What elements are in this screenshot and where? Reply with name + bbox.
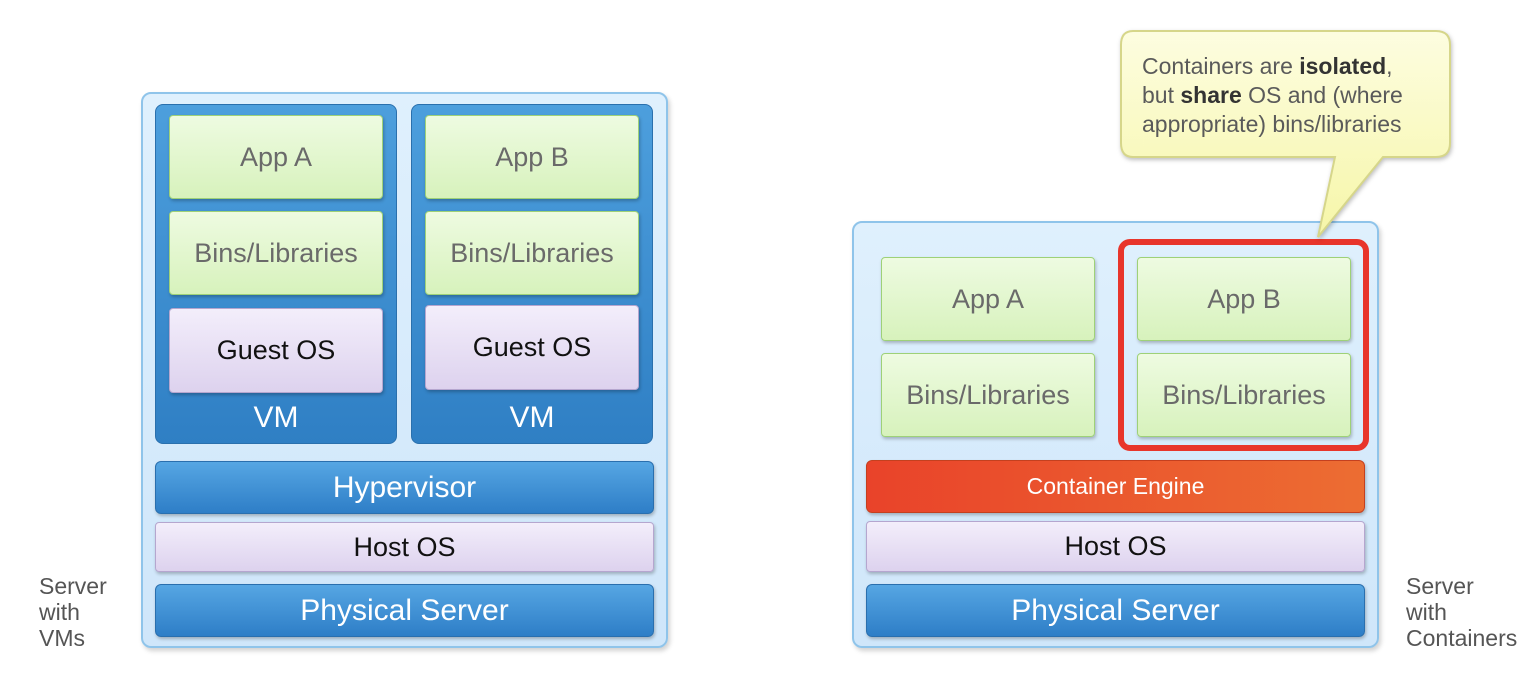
callout-emphasis: isolated — [1299, 53, 1387, 79]
host-os-label: Host OS — [353, 531, 456, 562]
host-os-bar: Host OS — [866, 521, 1365, 572]
server-with-vms-label: Server with VMs — [39, 573, 129, 651]
app-b-label: App B — [1207, 283, 1281, 314]
host-os-bar: Host OS — [155, 522, 654, 572]
callout-emphasis: share — [1180, 82, 1242, 108]
callout-text: Containers are isolated, but share OS an… — [1142, 52, 1442, 139]
app-b-label: App B — [495, 141, 569, 172]
app-b-block: App B — [1137, 257, 1351, 341]
guest-os-block: Guest OS — [169, 308, 383, 393]
side-label-line: with — [1406, 599, 1447, 625]
side-label-line: Server — [39, 573, 107, 599]
app-a-label: App A — [951, 283, 1025, 314]
bins-libraries-block: Bins/Libraries — [881, 353, 1095, 437]
container-b-highlight — [1118, 239, 1369, 451]
bins-libraries-label: Bins/Libraries — [1162, 379, 1326, 410]
app-a-label: App A — [239, 141, 313, 172]
container-engine-label: Container Engine — [1026, 473, 1205, 499]
host-os-label: Host OS — [1064, 531, 1167, 561]
callout-line: appropriate) bins/libraries — [1142, 111, 1402, 137]
physical-server-bar: Physical Server — [155, 584, 654, 637]
bins-libraries-label: Bins/Libraries — [450, 237, 614, 268]
bins-libraries-block: Bins/Libraries — [169, 211, 383, 295]
side-label-line: VMs — [39, 625, 85, 651]
app-b-block: App B — [425, 115, 639, 199]
app-a-block: App A — [169, 115, 383, 199]
guest-os-block: Guest OS — [425, 305, 639, 390]
container-engine-bar: Container Engine — [866, 460, 1365, 513]
app-a-block: App A — [881, 257, 1095, 341]
hypervisor-bar: Hypervisor — [155, 461, 654, 514]
callout-bubble — [1120, 30, 1451, 238]
hypervisor-label: Hypervisor — [332, 470, 477, 504]
callout-text-part: Containers are — [1142, 53, 1300, 79]
side-label-line: with — [39, 599, 80, 625]
bins-libraries-label: Bins/Libraries — [906, 379, 1070, 410]
physical-server-label: Physical Server — [300, 593, 509, 627]
vm-label: VM — [253, 401, 299, 434]
callout-text-part: but — [1142, 82, 1181, 108]
callout-line: Containers are isolated, — [1142, 52, 1442, 81]
side-label-line: Server — [1406, 573, 1474, 599]
bins-libraries-block: Bins/Libraries — [425, 211, 639, 295]
guest-os-label: Guest OS — [472, 332, 592, 362]
callout-text-part: , — [1386, 53, 1393, 79]
guest-os-label: Guest OS — [216, 335, 336, 365]
physical-server-label: Physical Server — [1011, 593, 1220, 627]
callout-line: but share OS and (where — [1142, 81, 1442, 110]
bins-libraries-block: Bins/Libraries — [1137, 353, 1351, 437]
server-with-containers-label: Server with Containers — [1406, 573, 1536, 651]
vm-label: VM — [509, 401, 555, 434]
physical-server-bar: Physical Server — [866, 584, 1365, 637]
side-label-line: Containers — [1406, 625, 1518, 651]
bins-libraries-label: Bins/Libraries — [194, 237, 358, 268]
callout-text-part: OS and (where — [1241, 82, 1403, 108]
